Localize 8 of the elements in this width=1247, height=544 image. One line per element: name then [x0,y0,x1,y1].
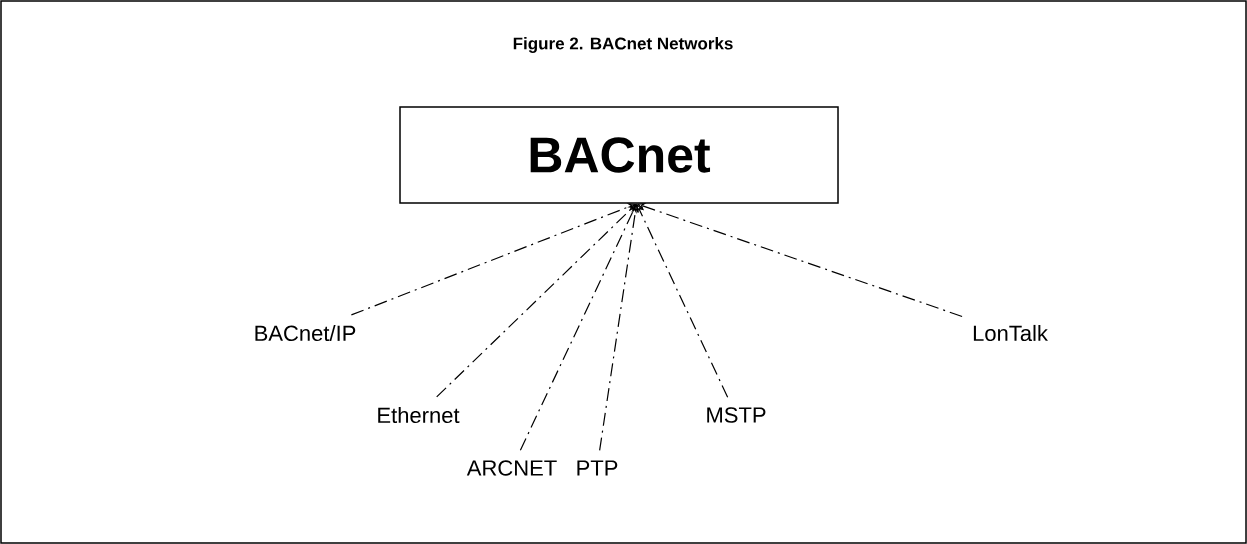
network-label: MSTP [707,407,766,423]
network-label: BACnet/IP [255,324,356,342]
network-label: ARCNET [466,460,557,476]
figure-title: Figure 2. BACnet Networks [513,37,733,53]
network-label: PTP [577,460,618,476]
network-layer-box: BACnet [399,106,839,204]
network-label: LonTalk [973,324,1048,342]
network-label: Ethernet [378,406,460,424]
